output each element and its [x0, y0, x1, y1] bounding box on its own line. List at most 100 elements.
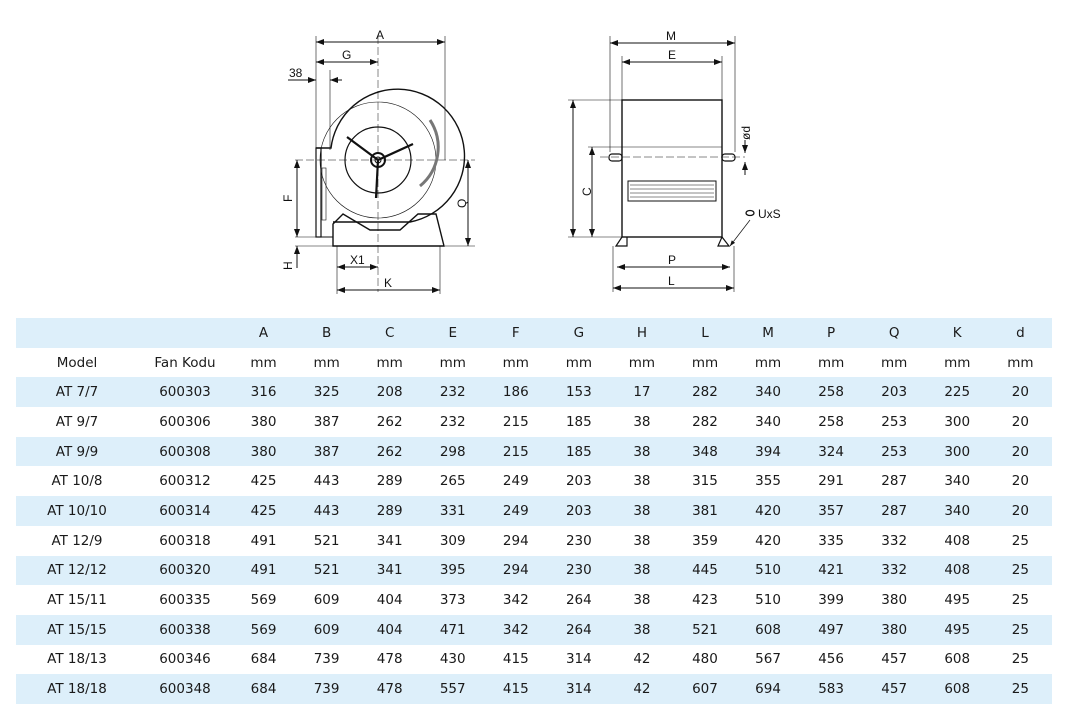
table-cell: 408: [944, 532, 971, 549]
table-cell: 325: [295, 377, 359, 408]
table-cell: 282: [673, 377, 737, 408]
fan-dimension-drawing: A G 38 F H X1 K Q M: [281, 28, 781, 294]
table-cell: 340: [944, 473, 971, 490]
table-cell: 230: [547, 555, 611, 586]
table-cell: 567: [755, 651, 781, 668]
table-cell: 521: [673, 614, 737, 645]
svg-text:K: K: [384, 276, 392, 290]
front-view-labels: A G 38 F H X1 K Q: [281, 28, 469, 290]
table-cell: 510: [736, 555, 800, 586]
table-cell: 249: [502, 473, 529, 490]
table-cell: 335: [818, 532, 844, 549]
table-cell: 491: [250, 532, 277, 549]
table-cell: 342: [502, 592, 529, 609]
table-cell: Q: [862, 318, 926, 348]
table-cell: 457: [862, 674, 926, 704]
table-cell: 380: [862, 614, 926, 645]
svg-text:H: H: [281, 261, 295, 270]
table-cell: 309: [439, 532, 466, 549]
table-cell: 38: [610, 555, 674, 586]
table-cell: 208: [358, 377, 422, 408]
table-cell: 425: [250, 473, 277, 490]
table-cell: 495: [944, 592, 971, 609]
table-cell: F: [484, 318, 548, 348]
table-cell: 387: [295, 436, 359, 467]
table-cell: 294: [484, 555, 548, 586]
table-cell: 298: [421, 436, 485, 467]
table-cell: 430: [439, 651, 466, 668]
table-cell: 480: [692, 651, 718, 668]
table-cell: 289: [376, 473, 403, 490]
svg-text:Q: Q: [455, 199, 469, 208]
table-cell: 420: [755, 532, 781, 549]
table-cell: 38: [633, 413, 651, 430]
table-cell: E: [421, 318, 485, 348]
table-cell: 341: [376, 532, 403, 549]
table-cell: 609: [295, 614, 359, 645]
table-cell: 600306: [159, 413, 211, 430]
table-cell: 395: [421, 555, 485, 586]
table-cell: A: [232, 318, 296, 348]
table-cell: 600320: [138, 555, 232, 586]
table-cell: 355: [755, 473, 781, 490]
table-cell: 421: [799, 555, 863, 586]
side-view-labels: M E C ød UxS P L: [580, 29, 781, 288]
table-cell: AT 15/11: [47, 592, 107, 609]
svg-text:P: P: [668, 253, 676, 267]
table-cell: mm: [944, 354, 971, 371]
table-cell: C: [358, 318, 422, 348]
table-cell: 332: [881, 532, 908, 549]
table-cell: d: [988, 318, 1052, 348]
table-cell: 456: [818, 651, 844, 668]
table-cell: 357: [799, 496, 863, 526]
svg-text:L: L: [668, 274, 675, 288]
svg-text:UxS: UxS: [758, 207, 781, 221]
table-cell: 300: [944, 413, 971, 430]
table-cell: 684: [250, 651, 277, 668]
table-cell: 25: [988, 555, 1052, 586]
table-cell: M: [736, 318, 800, 348]
table-cell: 478: [358, 674, 422, 704]
svg-text:X1: X1: [350, 253, 365, 267]
table-cell: [138, 318, 232, 348]
table-cell: 609: [313, 592, 340, 609]
table-cell: 387: [313, 413, 340, 430]
table-cell: 287: [881, 473, 908, 490]
table-cell: 404: [376, 592, 403, 609]
table-cell: AT 12/12: [16, 555, 138, 586]
table-cell: 25: [1011, 532, 1029, 549]
table-cell: AT 12/9: [51, 532, 103, 549]
table-cell: 569: [232, 614, 296, 645]
table-cell: 258: [799, 377, 863, 408]
table-cell: 324: [799, 436, 863, 467]
table-cell: 495: [925, 614, 989, 645]
table-cell: 38: [633, 532, 651, 549]
table-cell: 415: [484, 674, 548, 704]
table-cell: 262: [358, 436, 422, 467]
table-cell: 20: [988, 496, 1052, 526]
table-cell: 203: [547, 496, 611, 526]
table-cell: 38: [633, 592, 651, 609]
table-cell: 600348: [138, 674, 232, 704]
table-cell: 300: [925, 436, 989, 467]
table-cell: 25: [1011, 592, 1029, 609]
table-cell: 20: [1011, 413, 1029, 430]
table-cell: 608: [944, 651, 971, 668]
table-cell: 600346: [159, 651, 211, 668]
table-cell: 230: [565, 532, 592, 549]
table-cell: 348: [673, 436, 737, 467]
table-cell: 287: [862, 496, 926, 526]
table-cell: 600308: [138, 436, 232, 467]
table-cell: 342: [484, 614, 548, 645]
table-cell: 225: [925, 377, 989, 408]
table-cell: 521: [313, 532, 340, 549]
table-cell: 583: [799, 674, 863, 704]
table-cell: 608: [736, 614, 800, 645]
table-cell: 497: [799, 614, 863, 645]
